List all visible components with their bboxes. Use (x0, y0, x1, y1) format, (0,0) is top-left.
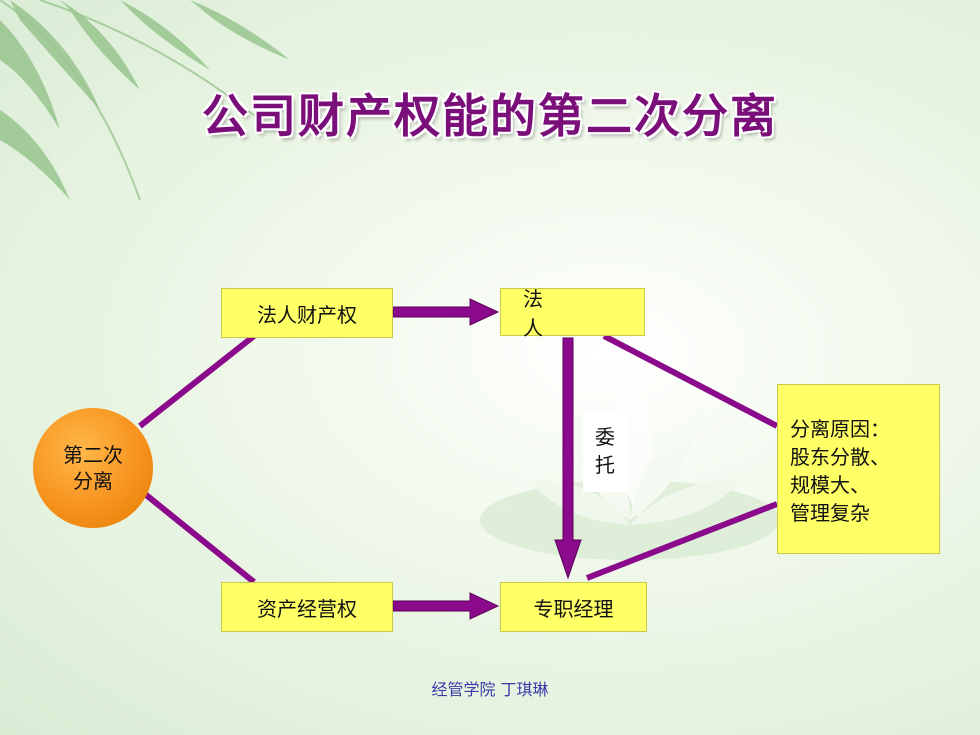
delegation-label: 委 托 (583, 410, 627, 492)
reason-line: 规模大、 (790, 473, 870, 497)
arrow-legal-person-to-manager (554, 337, 582, 580)
circle-label-line: 分离 (73, 469, 113, 493)
arrow-property-right-to-legal-person (392, 298, 500, 326)
legal-person-box: 法 人 (500, 287, 645, 340)
connector-manager-to-reasons (585, 501, 779, 581)
connector-legal-person-to-reasons (602, 333, 779, 429)
delegation-char: 托 (595, 453, 615, 477)
second-separation-circle: 第二次 分离 (33, 408, 153, 528)
reason-line: 分离原因： (790, 417, 890, 441)
circle-label-line: 第二次 (63, 443, 123, 467)
arrow-asset-right-to-manager (392, 592, 500, 620)
corporate-property-right-box: 法人财产权 (221, 288, 393, 338)
separation-reasons-box: 分离原因： 股东分散、 规模大、 管理复杂 (777, 384, 940, 554)
slide-title: 公司财产权能的第二次分离 (202, 89, 778, 143)
connector-circle-to-asset-right (138, 487, 256, 585)
reason-line: 管理复杂 (790, 501, 870, 525)
willow-leaves-decoration (0, 0, 290, 201)
asset-operation-right-box: 资产经营权 (221, 582, 393, 632)
reason-line: 股东分散、 (790, 445, 890, 469)
professional-manager-box: 专职经理 (500, 582, 647, 632)
connector-circle-to-property-right (138, 333, 256, 429)
delegation-char: 委 (595, 425, 615, 449)
footer-credit: 经管学院 丁琪琳 (431, 680, 549, 699)
